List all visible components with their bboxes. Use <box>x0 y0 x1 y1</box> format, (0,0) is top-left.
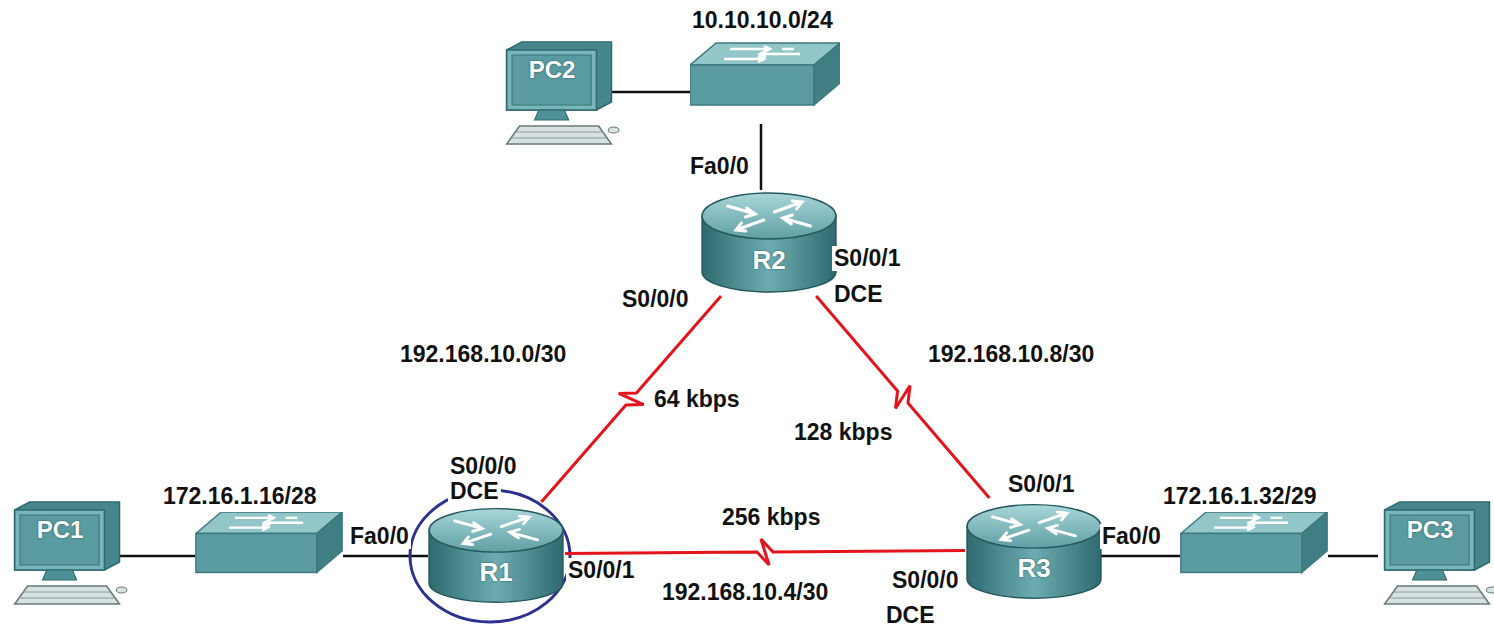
interface-label: S0/0/1 <box>832 246 903 271</box>
switch-icon <box>690 43 840 105</box>
router-node: R2 <box>700 186 838 296</box>
pc-node: PC2 <box>496 40 620 152</box>
interface-label: S0/0/0 <box>620 287 691 312</box>
pc-node: PC1 <box>4 500 128 612</box>
device-name: PC3 <box>1389 517 1471 543</box>
device-name: R1 <box>427 558 565 587</box>
interface-label: DCE <box>448 479 501 504</box>
device-name: PC1 <box>19 517 101 543</box>
device-name: PC2 <box>511 57 593 83</box>
link-speed: 256 kbps <box>720 505 822 530</box>
ethernet-wire <box>760 124 763 190</box>
pc-node: PC3 <box>1374 500 1494 612</box>
network-address: 172.16.1.32/29 <box>1161 484 1318 509</box>
serial-link <box>816 296 989 498</box>
ethernet-wire <box>606 91 690 94</box>
highlight-circle <box>410 490 570 622</box>
interface-label: Fa0/0 <box>348 524 411 549</box>
interface-label: S0/0/1 <box>566 558 637 583</box>
router-node: R1 <box>427 502 565 606</box>
ethernet-wire <box>1328 555 1378 558</box>
router-icon <box>427 502 565 606</box>
interface-label: DCE <box>832 282 885 307</box>
interface-label: Fa0/0 <box>1100 524 1163 549</box>
device-name: R3 <box>965 554 1103 583</box>
interface-label: S0/0/1 <box>1006 472 1077 497</box>
ethernet-wire <box>343 555 428 558</box>
interface-label: Fa0/0 <box>688 154 751 179</box>
network-address: 10.10.10.0/24 <box>690 8 835 33</box>
network-address: 192.168.10.0/30 <box>398 342 568 367</box>
device-name: R2 <box>700 246 838 275</box>
link-speed: 128 kbps <box>792 420 894 445</box>
interface-label: S0/0/0 <box>890 568 961 593</box>
interface-label: DCE <box>884 603 937 628</box>
interface-label: S0/0/0 <box>448 454 519 479</box>
switch-icon <box>1181 512 1327 572</box>
network-address: 192.168.10.4/30 <box>660 580 830 605</box>
network-address: 172.16.1.16/28 <box>161 484 318 509</box>
ethernet-wire <box>112 555 195 558</box>
link-speed: 64 kbps <box>652 387 742 412</box>
network-address: 192.168.10.8/30 <box>926 342 1096 367</box>
switch-icon <box>196 512 342 572</box>
router-node: R3 <box>965 498 1103 602</box>
ethernet-wire <box>1094 555 1180 558</box>
router-icon <box>700 186 838 296</box>
router-icon <box>965 498 1103 602</box>
